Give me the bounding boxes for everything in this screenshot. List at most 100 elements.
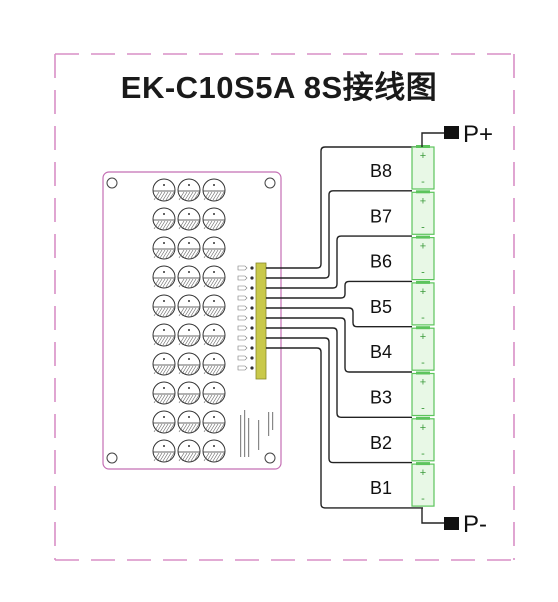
cell-label: B7 bbox=[370, 206, 392, 226]
cell-plus-sign: + bbox=[420, 331, 426, 343]
battery-cell: +-B2 bbox=[370, 416, 435, 462]
capacitor bbox=[177, 207, 201, 231]
pin-dot bbox=[250, 346, 254, 350]
capacitor bbox=[152, 294, 176, 318]
capacitor bbox=[202, 323, 226, 347]
dashed-frame bbox=[54, 53, 515, 561]
cell-label: B4 bbox=[370, 342, 392, 362]
balance-connector bbox=[255, 262, 267, 380]
capacitor bbox=[202, 236, 226, 260]
capacitor bbox=[152, 265, 176, 289]
balance-wire bbox=[266, 307, 412, 328]
battery-cell: +-B1 bbox=[370, 462, 435, 507]
battery-cell: + - B5 bbox=[370, 280, 435, 326]
cell-minus-sign: - bbox=[421, 448, 425, 460]
balance-wires bbox=[266, 146, 423, 509]
pin-arrow bbox=[237, 335, 248, 341]
balance-wire bbox=[266, 347, 423, 509]
page-title: EK-C10S5A 8S接线图 bbox=[120, 70, 438, 105]
capacitor bbox=[202, 352, 226, 376]
capacitor bbox=[202, 294, 226, 318]
battery-cell: + - B4 bbox=[370, 326, 435, 371]
battery-cell: + - B6 bbox=[370, 235, 435, 281]
balance-wire bbox=[266, 337, 412, 464]
cell-plus-sign: + bbox=[420, 286, 426, 298]
capacitor bbox=[152, 381, 176, 405]
board-outline bbox=[102, 171, 282, 470]
cell-minus-sign: - bbox=[421, 312, 425, 324]
pin-dot bbox=[250, 266, 254, 270]
cell-label: B5 bbox=[370, 297, 392, 317]
cell-cap bbox=[416, 235, 430, 239]
cell-plus-sign: + bbox=[420, 150, 426, 162]
negative-terminal-block bbox=[444, 517, 459, 530]
capacitor bbox=[202, 381, 226, 405]
pin-dot bbox=[250, 326, 254, 330]
battery-cell: +-B8 bbox=[370, 145, 435, 190]
battery-stack: +-B8+-B7+-B6+-B5+-B4+-B3+-B2+-B1 bbox=[370, 145, 435, 507]
balance-wire bbox=[266, 327, 412, 418]
cell-plus-sign: + bbox=[420, 241, 426, 253]
board-silkscreen bbox=[240, 410, 274, 457]
cell-label: B6 bbox=[370, 252, 392, 272]
cell-cap bbox=[416, 371, 430, 375]
pin-dot bbox=[250, 366, 254, 370]
cell-minus-sign: - bbox=[421, 493, 425, 505]
capacitor bbox=[177, 294, 201, 318]
cell-plus-sign: + bbox=[420, 195, 426, 207]
pin-arrow bbox=[237, 365, 248, 371]
capacitor bbox=[177, 439, 201, 463]
positive-terminal-block bbox=[444, 126, 459, 139]
pin-arrow bbox=[237, 305, 248, 311]
capacitor bbox=[152, 410, 176, 434]
pin-dot bbox=[250, 286, 254, 290]
pin-markers bbox=[237, 265, 254, 371]
balance-wire bbox=[266, 280, 412, 299]
capacitor bbox=[177, 265, 201, 289]
capacitor bbox=[202, 439, 226, 463]
main-terminals: P+ P- bbox=[421, 121, 493, 538]
negative-lead bbox=[421, 508, 444, 524]
cell-cap bbox=[416, 326, 430, 330]
pin-dot bbox=[250, 306, 254, 310]
negative-terminal-label: P- bbox=[463, 511, 487, 538]
capacitor bbox=[202, 178, 226, 202]
capacitor bbox=[152, 207, 176, 231]
capacitor bbox=[177, 381, 201, 405]
cell-cap bbox=[416, 462, 430, 466]
cell-label: B3 bbox=[370, 388, 392, 408]
capacitor bbox=[177, 323, 201, 347]
cell-label: B8 bbox=[370, 161, 392, 181]
cell-minus-sign: - bbox=[421, 221, 425, 233]
capacitor bbox=[177, 236, 201, 260]
capacitor bbox=[177, 410, 201, 434]
pin-arrow bbox=[237, 315, 248, 321]
battery-cell: + - B7 bbox=[370, 190, 435, 235]
balance-wire bbox=[266, 190, 412, 279]
pin-dot bbox=[250, 336, 254, 340]
cell-plus-sign: + bbox=[420, 377, 426, 389]
cell-minus-sign: - bbox=[421, 267, 425, 279]
pin-dot bbox=[250, 356, 254, 360]
pin-arrow bbox=[237, 275, 248, 281]
balance-wire bbox=[266, 317, 412, 373]
battery-cell: +-B3 bbox=[370, 371, 435, 417]
pin-dot bbox=[250, 296, 254, 300]
balance-wire bbox=[266, 235, 412, 289]
cell-cap bbox=[416, 145, 430, 148]
capacitor bbox=[152, 323, 176, 347]
mounting-hole bbox=[264, 177, 276, 189]
capacitor bbox=[152, 439, 176, 463]
cell-cap bbox=[416, 190, 430, 194]
cell-minus-sign: - bbox=[421, 357, 425, 369]
capacitor bbox=[152, 352, 176, 376]
cell-plus-sign: + bbox=[420, 422, 426, 434]
pin-dot bbox=[250, 276, 254, 280]
pin-arrow bbox=[237, 285, 248, 291]
positive-terminal-label: P+ bbox=[463, 121, 493, 148]
mounting-hole bbox=[106, 452, 118, 464]
capacitor-grid bbox=[152, 178, 226, 463]
capacitor bbox=[152, 236, 176, 260]
capacitor bbox=[152, 178, 176, 202]
